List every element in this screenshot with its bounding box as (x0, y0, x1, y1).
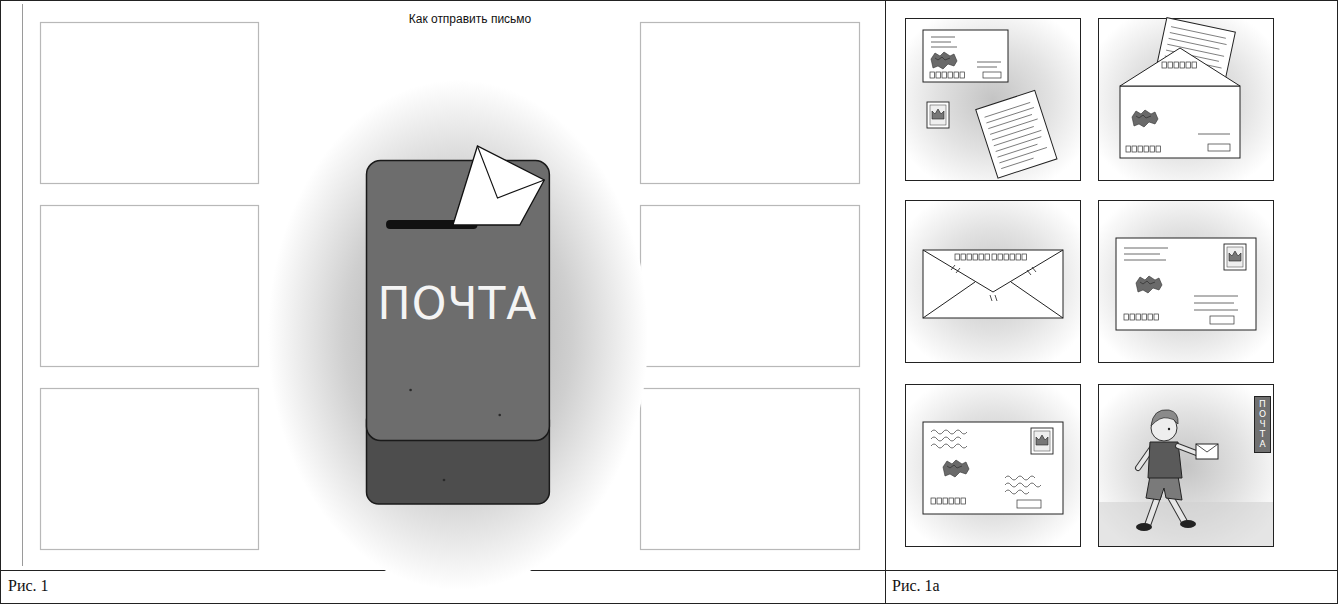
picture-card (906, 385, 1081, 547)
picture-card-part (1132, 110, 1158, 127)
picture-card-part (1126, 146, 1161, 152)
picture-card-part (923, 422, 1063, 514)
empty-answer-box-part (641, 389, 860, 550)
empty-answer-box-part (41, 23, 259, 184)
mailbox: ПОЧТА (366, 160, 550, 505)
picture-card-part (1124, 314, 1159, 320)
picture-card (1099, 18, 1274, 181)
picture-card-part (1031, 428, 1053, 454)
picture-card-part (1162, 62, 1197, 68)
picture-card-part (931, 430, 967, 448)
worksheet-title: Как отправить письмо (409, 12, 532, 26)
picture-card-part-part (985, 102, 1049, 169)
picture-card-part (1180, 520, 1196, 528)
mailbox-speck (442, 479, 445, 482)
picture-card-part (1136, 523, 1152, 531)
picture-card-part (951, 265, 1036, 301)
picture-card-part (923, 250, 1063, 318)
picture-card (906, 201, 1081, 363)
empty-answer-box-part (41, 206, 259, 367)
mailbox-shape (366, 160, 550, 505)
picture-card-part (1148, 496, 1184, 524)
picture-card-part (1136, 276, 1162, 293)
post-sign: ПОЧТА (1254, 396, 1271, 453)
picture-card-part (1148, 496, 1184, 524)
picture-card-part (943, 460, 969, 477)
post-sign-label: ПОЧТА (1258, 400, 1267, 449)
picture-card-part (1124, 248, 1238, 310)
picture-card-part (1017, 500, 1041, 508)
picture-card-part (1146, 476, 1182, 500)
inner-frame-line (22, 4, 23, 566)
mailbox-glow (268, 80, 648, 590)
picture-card-part (1208, 144, 1230, 151)
figure-caption: Рис. 1а (892, 577, 940, 595)
picture-card-part (906, 19, 1081, 181)
picture-card-part (1120, 86, 1240, 158)
picture-card-part (930, 72, 965, 78)
picture-card (1099, 385, 1274, 547)
picture-card-part (1196, 444, 1218, 452)
picture-card-part (931, 52, 957, 69)
mailbox-speck (409, 389, 412, 392)
picture-card-part-part (976, 90, 1057, 178)
mailbox-speck (498, 414, 501, 417)
empty-answer-box-part (41, 389, 259, 550)
figure-caption: Рис. 1 (8, 577, 49, 595)
empty-answer-box-part (641, 206, 860, 367)
picture-card-part (923, 30, 1008, 82)
picture-card-part (927, 102, 949, 128)
picture-card-part (976, 90, 1057, 178)
picture-card-part (1005, 476, 1041, 494)
picture-card-part (1116, 238, 1256, 330)
picture-card-part (1196, 444, 1218, 459)
picture-card-part (1099, 385, 1274, 547)
picture-card-part (1120, 48, 1240, 86)
picture-card-part (931, 498, 966, 504)
picture-card-part (923, 250, 1063, 318)
table-frame-part (0, 570, 1338, 571)
picture-card-part (983, 72, 1001, 78)
table-frame-part (885, 0, 886, 604)
picture-card-part (1099, 502, 1273, 546)
picture-card-part (1224, 244, 1246, 270)
envelope-flap (477, 146, 544, 198)
picture-card-part (1210, 316, 1234, 324)
picture-card-part (955, 254, 990, 260)
picture-card-part (1099, 19, 1274, 181)
envelope (452, 146, 543, 225)
picture-card-part (1151, 410, 1178, 426)
picture-card-part (1099, 201, 1274, 363)
picture-card-part (906, 385, 1081, 547)
picture-card-part (992, 254, 1027, 260)
picture-card (906, 19, 1081, 181)
empty-answer-box-part (641, 23, 860, 184)
picture-card-part (1198, 134, 1230, 135)
picture-card-part (906, 201, 1081, 363)
picture-card (1099, 201, 1274, 363)
picture-card-part (1168, 428, 1170, 430)
mailbox-label: ПОЧТА (378, 278, 538, 329)
